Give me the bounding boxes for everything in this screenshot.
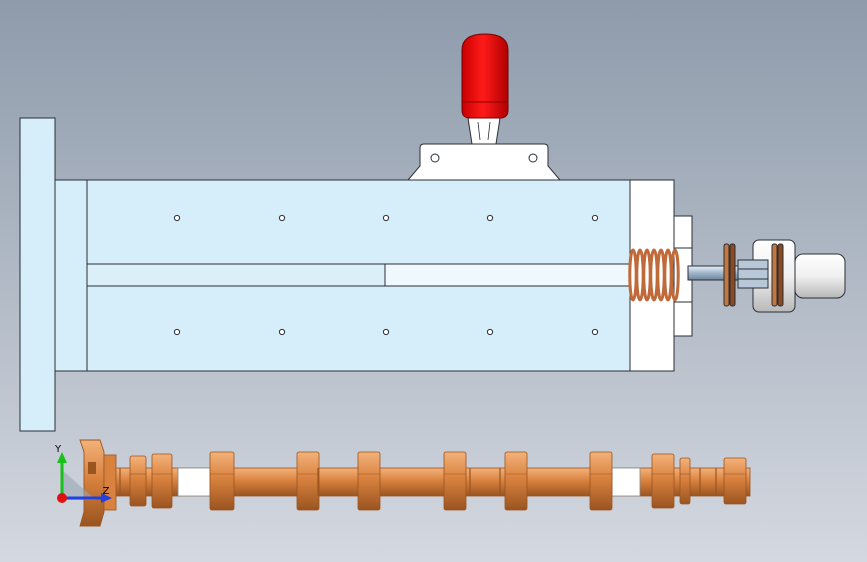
triad-z-label: Z [103,486,110,497]
fixture-slide-bar[interactable] [384,263,631,287]
washer [729,243,736,307]
cam-lobe [151,453,173,509]
rod-washers [723,243,784,307]
cam-lobe [723,457,747,505]
lock-nut[interactable] [737,259,769,289]
clamp-handle[interactable] [461,33,509,145]
washer [723,243,730,307]
screw-hole [382,328,390,336]
cam-lobe [504,451,528,511]
return-spring[interactable] [628,248,680,302]
triad-y-arrow [57,452,67,463]
cam-lobe [129,455,147,507]
cam-lobe [443,451,467,511]
actuator-assembly[interactable] [687,239,846,313]
camshaft[interactable] [79,439,751,527]
washer [771,243,778,307]
bracket-hole-right [528,153,538,163]
camshaft-hub [103,454,117,511]
screw-hole [382,214,390,222]
screw-hole [486,328,494,336]
bracket-hole-left [430,153,440,163]
fixture-assembly[interactable] [19,117,693,432]
handle-bracket [406,143,562,181]
fixture-slot [86,263,386,287]
fixture-end-plate[interactable] [19,117,56,432]
screw-hole [278,214,286,222]
cam-lobe [651,453,675,509]
triad-z-arrow [101,493,112,503]
camshaft-journal [177,467,211,497]
cam-lobe [209,451,235,511]
washer [777,243,784,307]
camshaft-sprocket-flange[interactable] [79,439,105,527]
camshaft-journal [611,467,641,497]
screw-hole [173,214,181,222]
screw-holes [173,214,599,336]
screw-hole [486,214,494,222]
triad-y-label: Y [54,444,62,455]
actuator-cylinder-cap [794,253,846,299]
screw-hole [591,328,599,336]
screw-hole [591,214,599,222]
triad-plane [62,470,96,500]
screw-hole [173,328,181,336]
fixture-upper-panel [86,179,631,265]
screw-hole [278,328,286,336]
cam-lobe [296,451,320,511]
orientation-triad[interactable]: Y Z [54,444,112,503]
flange-keyway [88,462,96,474]
handle-knob[interactable] [461,33,509,119]
cam-lobe [679,457,691,505]
cam-lobe [589,451,613,511]
fixture-lower-panel [86,285,631,372]
handle-stem [467,117,501,145]
cam-lobe [357,451,381,511]
triad-x-axis [57,493,67,503]
spring-coil [670,248,680,302]
